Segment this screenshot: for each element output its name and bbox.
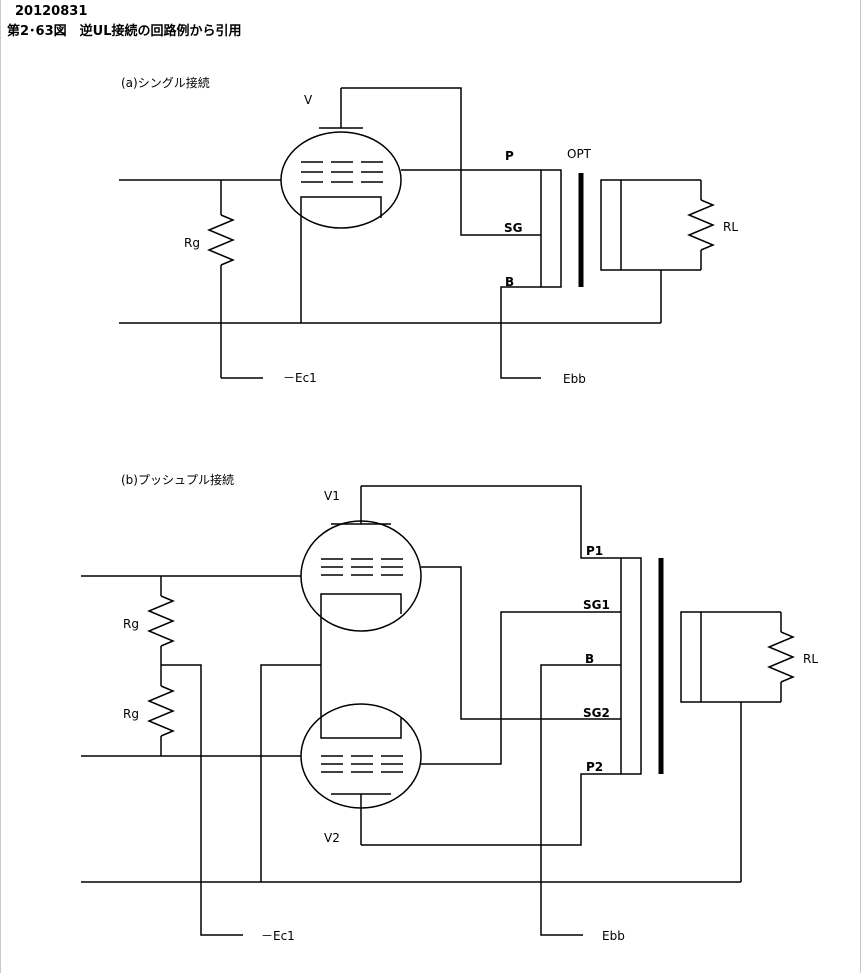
tube-v1-label: V1: [324, 489, 340, 503]
tube-v2: [300, 703, 422, 809]
push-title: (b)プッシュプル接続: [121, 472, 234, 487]
tube-v: [280, 127, 402, 229]
opt-label: OPT: [567, 147, 592, 161]
load-resistor-rl: [687, 199, 715, 251]
sg2-label: SG2: [583, 706, 610, 720]
p1-label: P1: [586, 544, 603, 558]
single-title: (a)シングル接続: [121, 75, 210, 90]
b-label: B: [505, 275, 514, 289]
rl-label: RL: [723, 220, 738, 234]
rg2-label: Rg: [123, 707, 139, 721]
tube-v1: [300, 520, 422, 632]
b-label-b: B: [585, 652, 594, 666]
figure-caption: 第2･63図 逆UL接続の回路例から引用: [7, 24, 242, 39]
ec1-label: －Ec1: [283, 371, 317, 385]
rg1-label: Rg: [123, 617, 139, 631]
rg-label: Rg: [184, 236, 200, 250]
grid-resistor-rg: [207, 214, 235, 266]
p2-label: P2: [586, 760, 603, 774]
sg1-label: SG1: [583, 598, 610, 612]
tube-v2-label: V2: [324, 831, 340, 845]
ebb-label-b: Ebb: [602, 929, 625, 943]
ebb-label: Ebb: [563, 372, 586, 386]
output-transformer-b: [620, 557, 781, 775]
p-label: P: [505, 149, 514, 163]
output-transformer: [540, 169, 701, 288]
load-resistor-rl-b: [767, 631, 795, 683]
ec1-label-b: －Ec1: [261, 929, 295, 943]
tube-v-label: V: [304, 93, 313, 107]
date-label: 20120831: [15, 4, 88, 19]
grid-resistor-rg1: [147, 595, 175, 647]
rl-label-b: RL: [803, 652, 818, 666]
single-ended-circuit: (a)シングル接続 V Rg: [119, 75, 738, 386]
grid-resistor-rg2: [147, 685, 175, 737]
sg-label: SG: [504, 221, 523, 235]
push-pull-circuit: (b)プッシュプル接続 V1: [81, 472, 818, 943]
